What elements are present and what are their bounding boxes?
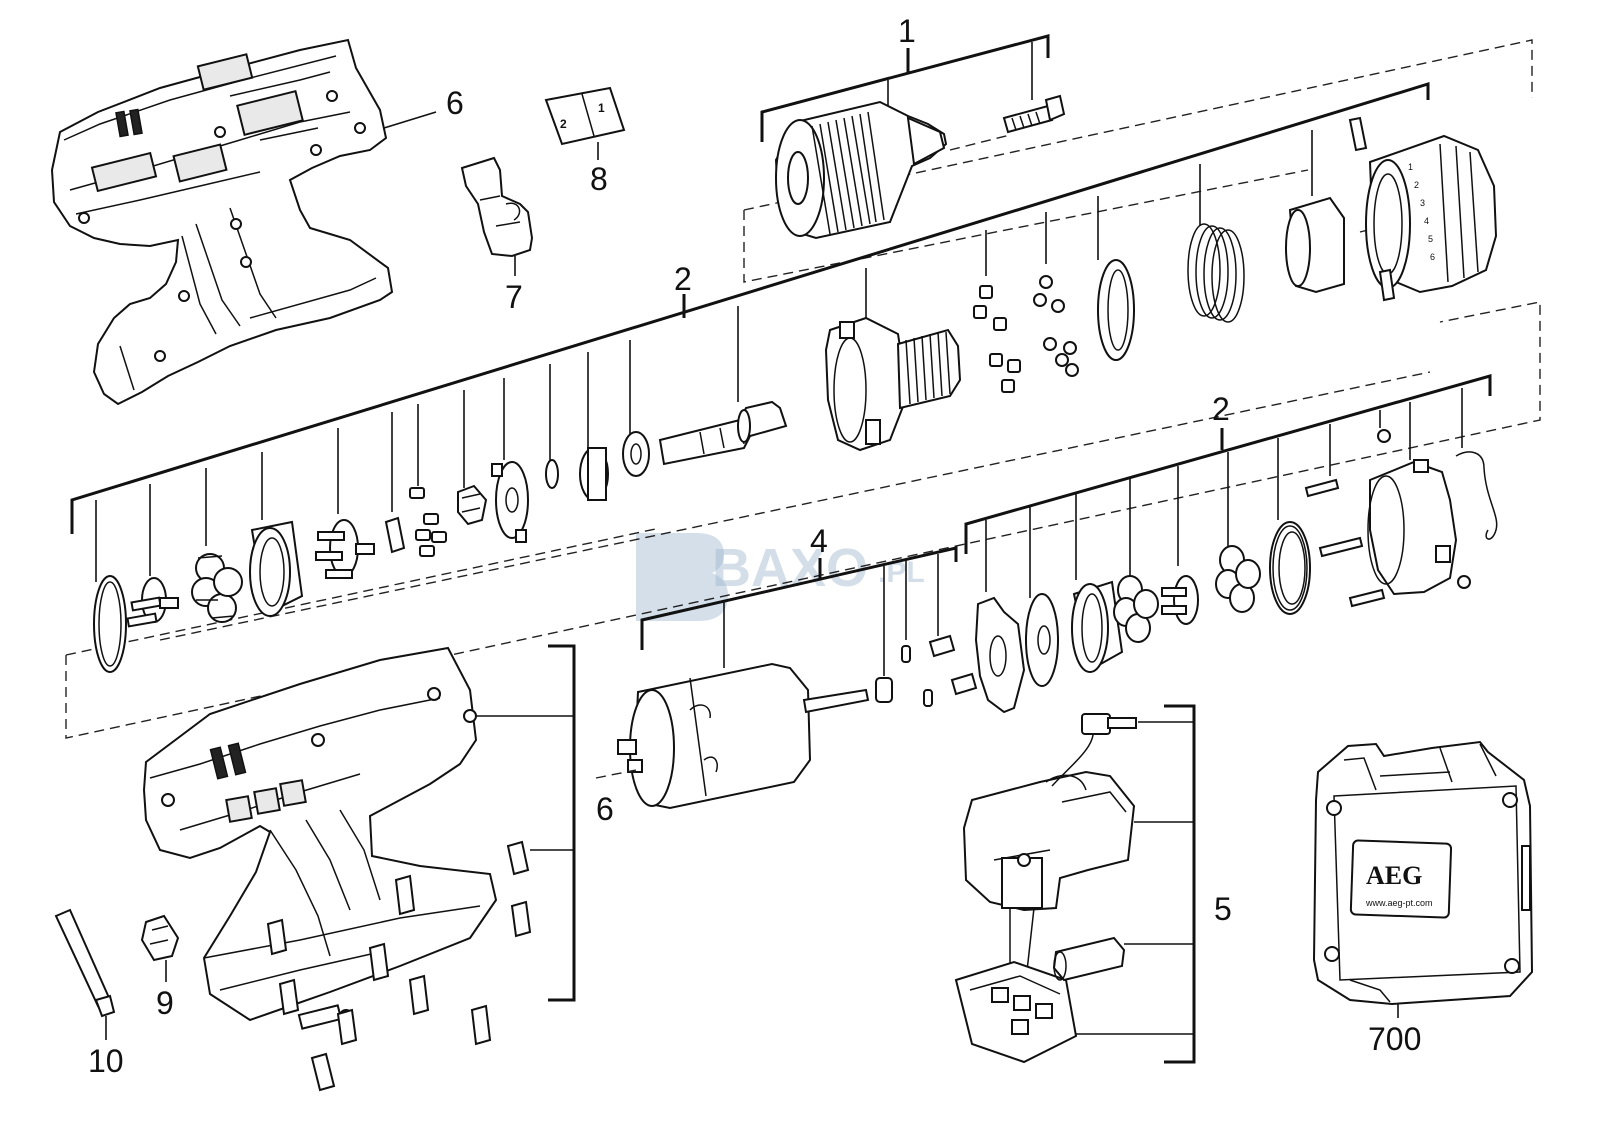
callout-2-lower: 2 — [1212, 391, 1230, 427]
planet-carrier-3 — [1161, 575, 1199, 625]
bracket-4 — [640, 546, 958, 650]
case-url: www.aeg-pt.com — [1365, 898, 1433, 908]
motor-axis-line — [595, 769, 637, 779]
adjusting-sleeve — [1285, 196, 1345, 294]
case-brand-logo: AEG — [1366, 861, 1422, 890]
clutch-housing — [824, 316, 962, 452]
dashed-boundary-middle — [65, 301, 1541, 739]
ring-gear-1 — [249, 520, 304, 617]
ring-gear-3 — [1269, 521, 1311, 615]
carry-case: AEG www.aeg-pt.com — [1312, 740, 1534, 1006]
motor-screws — [901, 634, 978, 707]
housing-half-top — [50, 38, 394, 406]
callout-8: 8 — [590, 161, 608, 197]
lock-plate — [491, 461, 529, 543]
clutch-balls-and-pins — [973, 275, 1079, 393]
small-pins — [409, 487, 447, 557]
ring-number-5: 5 — [1428, 234, 1433, 244]
housing-leaders — [476, 715, 574, 851]
dashed-boundary-upper — [743, 39, 1533, 283]
screwdriver-bit — [54, 908, 116, 1018]
motor-leaders — [723, 554, 939, 676]
bearing-2 — [622, 431, 650, 477]
speed-selector-label: 2 1 — [544, 86, 626, 146]
motor-washer — [1025, 593, 1059, 687]
gearbox-leaders — [95, 130, 1313, 582]
battery-terminal-block — [954, 960, 1078, 1064]
leader-6-top — [383, 111, 437, 129]
ring-number-1: 1 — [1408, 162, 1413, 172]
lower-gearbox-leaders — [985, 388, 1463, 598]
watermark-text: BAXO — [712, 538, 868, 598]
callout-7: 7 — [505, 279, 523, 315]
selector-label-1: 1 — [598, 101, 605, 115]
housing-half-bottom — [142, 646, 498, 1030]
bracket-6-lower — [548, 644, 576, 1002]
ring-detent-springs — [1348, 116, 1396, 302]
dashed-axis-chuck — [949, 134, 1011, 151]
bracket-2-upper — [70, 81, 1430, 534]
selector-slider-part — [460, 156, 534, 258]
spindle — [658, 400, 788, 466]
torque-ring: 1 2 3 4 5 6 — [1365, 134, 1498, 294]
callout-6-bottom: 6 — [596, 791, 614, 827]
ring-gear-2 — [1071, 580, 1124, 673]
clutch-spring — [1187, 223, 1245, 323]
watermark-logo-mark — [636, 533, 728, 621]
housing-screws — [266, 840, 532, 1092]
callout-9: 9 — [156, 985, 174, 1021]
callout-5: 5 — [1214, 891, 1232, 927]
chuck-screw — [1002, 94, 1066, 134]
ring-number-2: 2 — [1414, 180, 1419, 190]
ring-number-4: 4 — [1424, 216, 1429, 226]
callout-10: 10 — [88, 1043, 124, 1079]
motor-pinion — [875, 677, 893, 703]
ferrite-sleeve — [1052, 936, 1126, 982]
callout-4: 4 — [810, 523, 828, 559]
bracket-1 — [760, 34, 1050, 142]
switch-leaders — [1076, 721, 1194, 1035]
planet-carrier-1 — [126, 577, 179, 628]
bracket-5 — [1164, 704, 1196, 1064]
callout-2-upper: 2 — [674, 261, 692, 297]
callout-1: 1 — [898, 13, 916, 49]
motor-plate — [974, 596, 1026, 714]
gearbox-housing — [1367, 459, 1458, 596]
planet-carrier-2 — [315, 519, 375, 579]
locking-cam — [457, 484, 488, 526]
clutch-washer — [1097, 259, 1135, 361]
bracket-2-lower — [964, 374, 1492, 554]
planet-gears-2 — [1113, 575, 1159, 643]
planet-gears-1 — [191, 553, 243, 623]
planet-gears-3 — [1215, 545, 1261, 613]
trigger-switch — [962, 713, 1137, 912]
ring-number-6: 6 — [1430, 252, 1435, 262]
o-ring-large — [93, 575, 127, 673]
gearbox-screws — [1304, 478, 1386, 608]
retaining-clip — [384, 516, 406, 554]
ring-number-3: 3 — [1420, 198, 1425, 208]
dashed-axis-gearbox — [159, 371, 1431, 641]
motor — [617, 662, 870, 810]
small-washer — [545, 459, 559, 489]
bit-holder-clip — [140, 914, 180, 962]
wire-spring-clip — [1377, 429, 1498, 589]
selector-label-2: 2 — [560, 117, 567, 131]
callout-6-top: 6 — [446, 85, 464, 121]
bearing-1 — [579, 447, 609, 501]
baxo-watermark: BAXO .PL — [636, 533, 925, 621]
keyless-chuck — [774, 100, 948, 240]
callout-700: 700 — [1368, 1021, 1421, 1057]
